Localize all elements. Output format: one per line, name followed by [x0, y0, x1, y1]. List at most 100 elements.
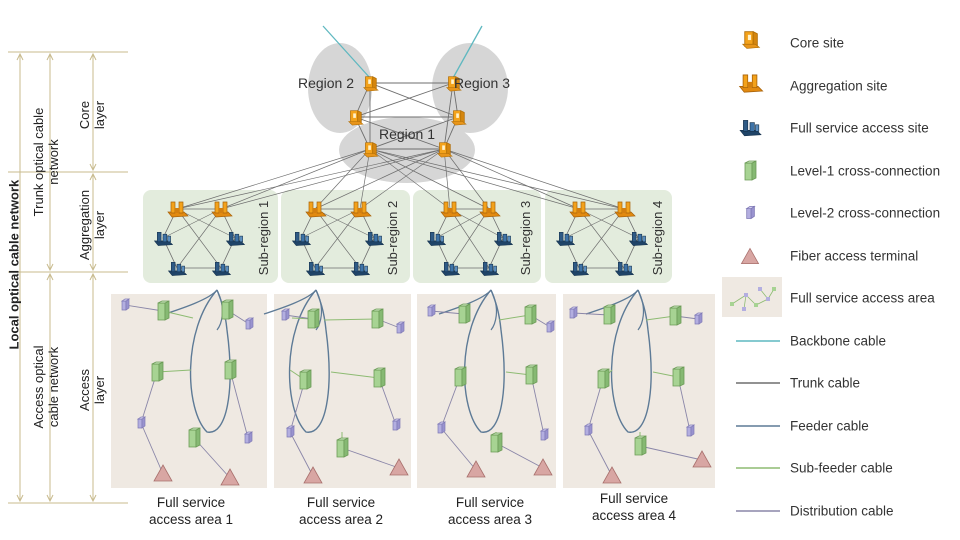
access-site-rack	[373, 233, 379, 243]
level1-side	[158, 361, 164, 382]
access-site-icon	[614, 262, 635, 276]
level1-top	[525, 364, 538, 368]
access-site-icon	[350, 262, 371, 276]
level1-side	[228, 299, 234, 320]
level1-side	[306, 369, 312, 390]
level1-cross-connection-icon	[307, 308, 320, 329]
feeder-cable	[288, 289, 330, 433]
access-site-rack	[359, 263, 365, 273]
trunk-cable	[443, 148, 451, 210]
level2-top	[685, 424, 696, 428]
access-site-rack	[493, 265, 497, 273]
core-site-icon	[437, 142, 453, 158]
legend-area-box	[722, 277, 782, 317]
access-site-rack	[234, 233, 240, 243]
level1-side	[676, 305, 682, 326]
sub-feeder-cable-icon	[736, 467, 780, 469]
access-area-box-3	[417, 294, 556, 488]
level1-side	[604, 368, 610, 389]
legend-item-access-area: Full service access area	[722, 277, 958, 320]
legend-area-node	[742, 307, 746, 311]
level1-cross-connection-icon	[672, 366, 685, 387]
aggregation-site-tower	[572, 201, 578, 214]
core-site-window	[456, 113, 459, 118]
legend-label: Full service access site	[790, 120, 929, 136]
level1-cross-connection-icon	[299, 369, 312, 390]
core-site-base	[437, 153, 453, 158]
access-site-rack	[378, 235, 382, 243]
legend-area-node	[744, 293, 748, 297]
trunk-network-text: Trunk optical cable network	[31, 107, 61, 217]
level1-front	[188, 429, 197, 448]
access-site-rack	[632, 232, 637, 243]
aggregation-site-tower	[222, 201, 228, 214]
aggregation-site-tower	[170, 201, 176, 214]
access-site-icon	[479, 262, 500, 276]
level1-side	[343, 437, 349, 458]
access-site-rack	[444, 262, 449, 273]
trunk-cable	[162, 208, 222, 239]
aggregation-site-bridge	[175, 208, 179, 213]
access-site-rack	[497, 232, 502, 243]
aggregation-site-bridge	[219, 208, 223, 213]
level2-front	[286, 427, 292, 438]
level1-side	[465, 303, 471, 324]
access-site-rack	[755, 124, 760, 132]
legend: Core site Aggregation site Full service …	[722, 22, 958, 532]
access-area-3-caption: Full service access area 3	[410, 494, 570, 528]
distribution-cable	[495, 442, 544, 469]
level1-cross-connection-icon	[371, 308, 384, 329]
core-site-base	[451, 121, 467, 126]
access-site-icon	[291, 232, 312, 246]
access-site-rack	[569, 235, 573, 243]
aggregation-site-tower	[214, 201, 220, 214]
level2-front	[694, 314, 700, 325]
level1-cross-connection-icon	[221, 299, 234, 320]
legend-label: Level-1 cross-connection	[790, 163, 941, 179]
access-site-rack	[449, 263, 455, 273]
legend-item-backbone: Backbone cable	[722, 320, 958, 363]
terminal-shape	[389, 458, 409, 476]
level1-cross-connection-icon	[490, 432, 503, 453]
trunk-cable	[314, 148, 445, 210]
level1-front	[371, 310, 380, 329]
access-site-rack	[305, 235, 309, 243]
aggregation-site-icon	[440, 201, 462, 218]
legend-area-node	[766, 297, 770, 301]
terminal-shape	[602, 466, 622, 484]
access-site-rack	[309, 262, 314, 273]
core-site-window	[353, 113, 356, 118]
core-site-window	[368, 79, 371, 84]
trunk-cable	[369, 148, 580, 210]
feeder-cable-icon	[736, 424, 780, 427]
access-area-2-line1: Full service	[306, 495, 376, 510]
aggregation-site-bridge	[622, 208, 626, 213]
level1-side	[164, 300, 170, 321]
access-layer-text: Access layer	[77, 369, 107, 411]
level1-front	[307, 310, 316, 329]
level1-top	[299, 369, 312, 373]
access-area-2-caption: Full service access area 2	[261, 494, 421, 528]
access-site-rack	[578, 263, 584, 273]
core-site-window	[747, 34, 752, 41]
level1-top	[490, 432, 503, 436]
trunk-cable	[314, 148, 371, 210]
aggregation-site-icon	[569, 201, 591, 218]
level1-cross-connection-icon	[151, 361, 164, 382]
level1-cross-connection-icon	[188, 427, 201, 448]
level2-cross-connection-icon	[244, 317, 255, 330]
access-site-rack	[454, 265, 458, 273]
feeder-cable	[463, 289, 505, 433]
level1-cross-connection-icon	[336, 437, 349, 458]
access-site-rack	[507, 235, 511, 243]
level2-cross-connection-icon	[745, 205, 756, 220]
access-site-rack	[239, 235, 243, 243]
trunk-cable	[220, 148, 371, 210]
access-site-rack	[628, 265, 632, 273]
access-area-4-line2: access area 4	[591, 508, 677, 523]
level1-top	[454, 366, 467, 370]
trunk-cable	[443, 148, 580, 210]
level1-side	[314, 308, 320, 329]
core-site-icon	[363, 142, 379, 158]
trunk-cable	[314, 208, 375, 239]
